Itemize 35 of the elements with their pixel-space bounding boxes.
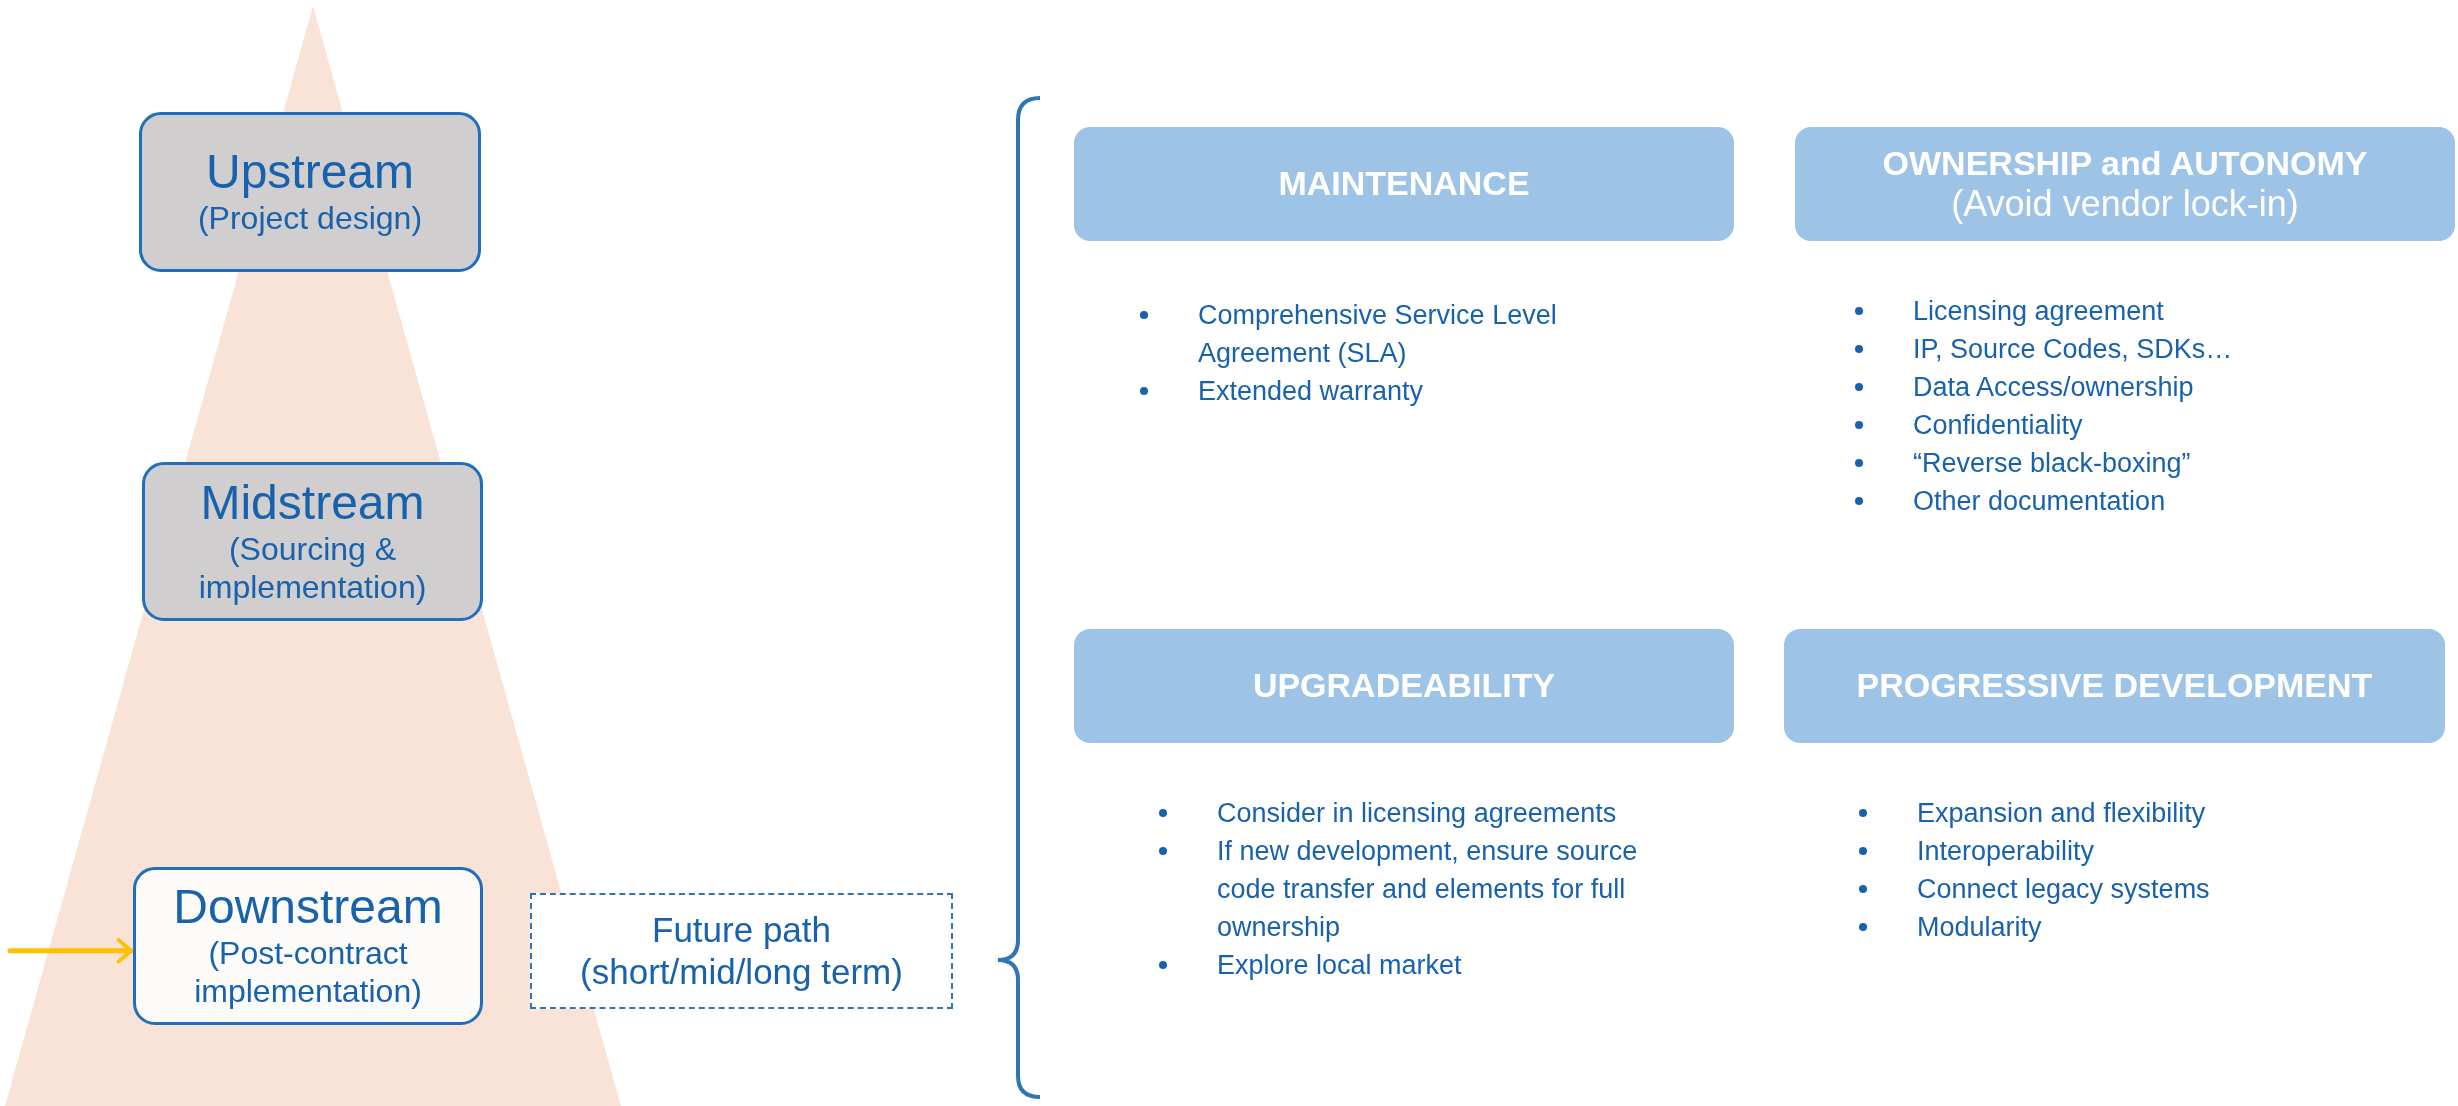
bullet-text: Confidentiality [1913,409,2084,442]
bullet-text: “Reverse black-boxing” [1913,447,2192,480]
node-subtitle: (Post-contract implementation) [193,934,423,1011]
node-subtitle: (Avoid vendor lock-in) [1951,182,2299,225]
bullet-text: Connect legacy systems [1917,873,2211,906]
node-title: Downstream [173,881,443,934]
node-title: PROGRESSIVE DEVELOPMENT [1856,666,2373,706]
category-header [1795,127,2455,241]
node-title: Upstream [205,146,415,200]
category-header [1074,127,1734,241]
category-header [1074,629,1734,743]
bullet-text: Explore local market [1217,949,1463,982]
stage-box [133,867,483,1025]
node-title: OWNERSHIP and AUTONOMY [1882,143,2368,183]
bullet-text: Consider in licensing agreements [1217,797,1618,830]
bullet-text: Expansion and flexibility [1917,797,2207,830]
node-subtitle: (Sourcing & implementation) [197,529,428,607]
node-title: Midstream [200,476,425,530]
bullet-text: Other documentation [1913,485,2167,518]
node-subtitle: (Project design) [197,199,423,238]
dashed-box [530,893,953,1009]
bullet-text: Extended warranty [1198,375,1425,408]
node-title: Future path (short/mid/long term) [579,909,904,993]
bullet-text: Interoperability [1917,835,2096,868]
node-title: MAINTENANCE [1278,164,1530,204]
stage-box [142,462,483,621]
bullet-text: Data Access/ownership [1913,371,2195,404]
bullet-text: Licensing agreement [1913,295,2165,328]
bullet-text: Modularity [1917,911,2043,944]
stage-box [139,112,481,272]
bullet-text: If new development, ensure source code transfer and elements for full ownership [1217,835,1639,944]
bullet-text: Comprehensive Service Level Agreement (SLA) [1198,299,1558,370]
node-title: UPGRADEABILITY [1252,666,1556,706]
category-header [1784,629,2445,743]
bullet-text: IP, Source Codes, SDKs… [1913,333,2234,366]
